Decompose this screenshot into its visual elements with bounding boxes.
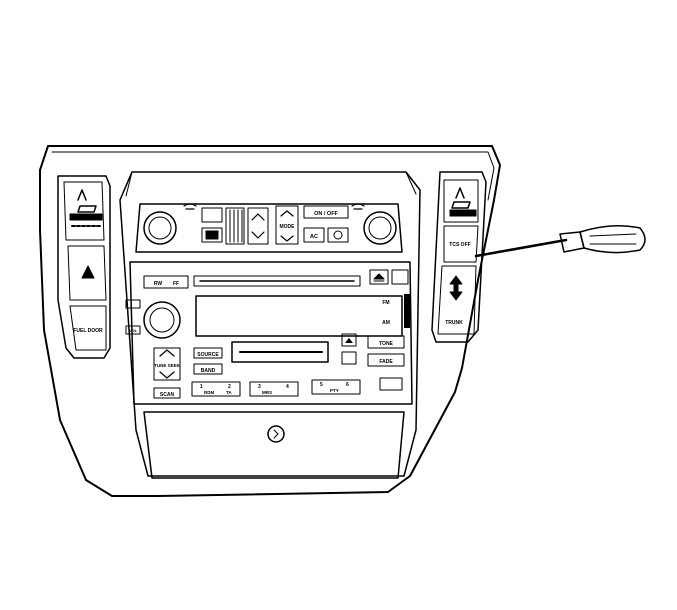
cassette-eject-button[interactable] bbox=[341, 333, 357, 347]
fade-label: FADE bbox=[379, 359, 393, 365]
preset-3-label: 3 bbox=[258, 384, 261, 390]
screwdriver-handle bbox=[579, 225, 646, 254]
climate-left-knob[interactable] bbox=[143, 211, 177, 245]
source-button[interactable] bbox=[193, 347, 223, 359]
tune-seek-button[interactable] bbox=[153, 347, 181, 381]
preset-5-6-button[interactable] bbox=[311, 379, 361, 395]
ac-button[interactable] bbox=[303, 227, 325, 243]
tcs-off-button[interactable] bbox=[443, 225, 479, 263]
ta-label: TA bbox=[226, 390, 232, 395]
fuel-door-label: FUEL DOOR bbox=[73, 328, 103, 334]
recirc-button[interactable] bbox=[201, 227, 223, 243]
up-down-arrow-icon bbox=[449, 275, 463, 301]
on-off-label: ON / OFF bbox=[314, 211, 338, 217]
fuel-door-button[interactable] bbox=[69, 305, 107, 351]
band-label: BAND bbox=[201, 368, 216, 374]
tune-label: TUNE SEEK bbox=[154, 363, 181, 368]
preset-4-label: 4 bbox=[286, 384, 289, 390]
auto-button[interactable] bbox=[327, 227, 349, 243]
band-button[interactable] bbox=[193, 363, 223, 375]
screwdriver-shaft bbox=[474, 238, 568, 258]
outer-bezel bbox=[39, 145, 501, 497]
trunk-label: TRUNK bbox=[445, 320, 463, 326]
preset-2-label: 2 bbox=[228, 384, 231, 390]
cd-slot bbox=[193, 275, 361, 287]
scan-label: SCAN bbox=[160, 392, 175, 398]
vol-button[interactable] bbox=[125, 325, 141, 335]
seat-heater-left-icon bbox=[69, 189, 103, 227]
cassette-slot bbox=[231, 341, 329, 363]
rear-defrost-icon bbox=[183, 203, 197, 210]
defrost-button[interactable] bbox=[201, 207, 223, 223]
storage-door-latch[interactable] bbox=[267, 425, 285, 443]
am-label: AM bbox=[382, 320, 390, 326]
extra-button[interactable] bbox=[379, 377, 403, 391]
pty-label: PTY bbox=[330, 388, 339, 393]
preset-1-2-button[interactable] bbox=[191, 381, 241, 397]
right-switch-panel: TCS OFF TRUNK bbox=[431, 171, 487, 343]
scan-button[interactable] bbox=[153, 387, 181, 399]
mode-button[interactable] bbox=[275, 205, 299, 245]
tone-label: TONE bbox=[379, 341, 393, 347]
fade-button[interactable] bbox=[367, 353, 405, 367]
eject-button[interactable] bbox=[369, 269, 389, 285]
dolby-button[interactable] bbox=[341, 351, 357, 365]
climate-right-knob[interactable] bbox=[363, 211, 397, 245]
center-housing bbox=[119, 171, 421, 477]
rdm-label: RDM bbox=[204, 390, 214, 395]
rw-label: RW bbox=[154, 281, 163, 287]
seat-heater-right-icon bbox=[449, 187, 477, 217]
mrs-label: MRS bbox=[262, 390, 272, 395]
hazard-button[interactable] bbox=[67, 245, 107, 301]
trunk-area-button[interactable] bbox=[437, 265, 477, 335]
preset-5-label: 5 bbox=[320, 382, 323, 388]
outer-bezel-inner-edge bbox=[51, 151, 495, 201]
hazard-icon bbox=[81, 265, 95, 279]
climate-control-module: MODE ON / OFF AC bbox=[135, 203, 403, 253]
preset-1-label: 1 bbox=[200, 384, 203, 390]
ac-label: AC bbox=[310, 234, 318, 240]
vol-label: VOL bbox=[129, 328, 138, 333]
on-off-button[interactable] bbox=[303, 205, 349, 219]
left-switch-panel: FUEL DOOR bbox=[57, 175, 111, 359]
radio-display bbox=[195, 295, 403, 337]
storage-compartment bbox=[143, 411, 405, 479]
mode-label: MODE bbox=[280, 224, 296, 230]
tone-button[interactable] bbox=[367, 335, 405, 349]
power-button[interactable] bbox=[125, 299, 141, 309]
front-defrost-icon bbox=[351, 203, 365, 210]
rw-ff-button[interactable] bbox=[143, 275, 189, 289]
screwdriver bbox=[474, 225, 646, 258]
tcs-off-label: TCS OFF bbox=[449, 242, 470, 248]
preset-6-label: 6 bbox=[346, 382, 349, 388]
temp-updown-button[interactable] bbox=[247, 207, 269, 245]
ff-label: FF bbox=[173, 281, 179, 287]
fm-label: FM bbox=[382, 300, 389, 306]
preset-3-4-button[interactable] bbox=[249, 381, 299, 397]
radio-module: RW FF FM AM VOL TUNE SEEK SOURCE BAND TO… bbox=[125, 261, 413, 405]
volume-knob[interactable] bbox=[143, 301, 181, 339]
center-housing-top-bevel bbox=[125, 171, 417, 197]
load-button[interactable] bbox=[391, 269, 409, 285]
fan-speed-bars bbox=[225, 207, 245, 245]
source-label: SOURCE bbox=[197, 352, 219, 358]
